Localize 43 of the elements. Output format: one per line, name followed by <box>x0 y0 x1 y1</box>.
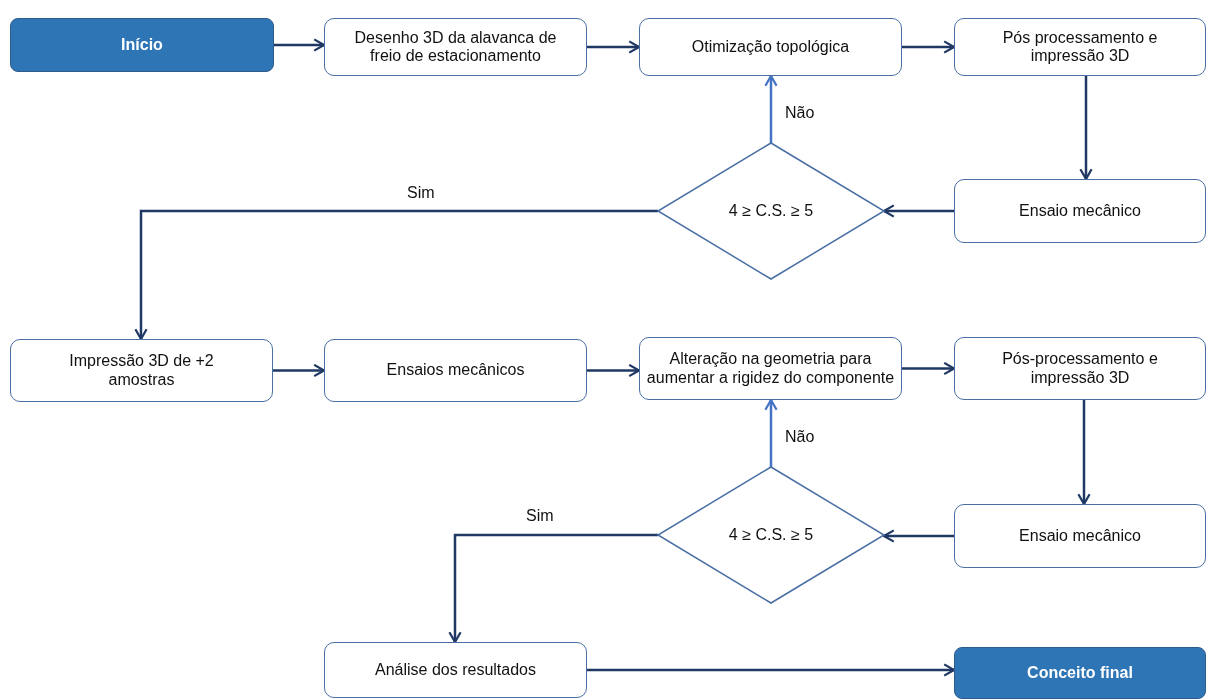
terminal-box <box>10 18 274 72</box>
process-box <box>954 179 1206 243</box>
arrow <box>902 40 956 54</box>
node-label: Otimização topológica <box>691 37 850 57</box>
node-label: Ensaio mecânico <box>1019 201 1141 221</box>
node-label: Ensaio mecânico <box>1019 526 1141 546</box>
process-box <box>954 504 1206 568</box>
node-label: Pós processamento e impressão 3D <box>1001 28 1159 66</box>
terminal-box <box>954 647 1206 699</box>
process-box <box>324 339 587 402</box>
process-box <box>639 18 902 76</box>
arrow <box>448 533 658 644</box>
node-label: Início <box>121 35 163 55</box>
arrow <box>764 398 778 467</box>
arrow <box>1077 400 1091 506</box>
arrow <box>134 209 658 341</box>
arrow <box>882 204 954 218</box>
arrow <box>587 363 641 378</box>
node-label: Análise dos resultados <box>375 660 536 680</box>
node-label: Desenho 3D da alavanca de freio de estacionamento <box>353 28 558 66</box>
process-box <box>954 18 1206 76</box>
arrow <box>587 40 641 54</box>
process-box <box>954 337 1206 400</box>
arrow <box>882 529 954 543</box>
process-box <box>324 642 587 698</box>
arrow <box>273 363 326 378</box>
arrow <box>764 74 778 143</box>
node-label: 4 ≥ C.S. ≥ 5 <box>728 201 814 221</box>
process-box <box>324 18 587 76</box>
decision-diamond <box>658 143 884 279</box>
node-label: Conceito final <box>1027 663 1133 683</box>
arrow <box>274 38 326 52</box>
arrow <box>902 361 956 376</box>
arrow <box>1079 76 1093 181</box>
node-label: 4 ≥ C.S. ≥ 5 <box>728 525 814 545</box>
arrow <box>587 663 956 677</box>
node-label: Ensaios mecânicos <box>386 361 525 380</box>
process-box <box>10 339 273 402</box>
node-label: Impressão 3D de +2 amostras <box>68 352 215 389</box>
node-label: Alteração na geometria para aumentar a rigidez do componente <box>645 350 896 387</box>
process-box <box>639 337 902 400</box>
node-label: Pós-processamento e impressão 3D <box>1001 350 1159 387</box>
decision-diamond <box>658 467 884 603</box>
